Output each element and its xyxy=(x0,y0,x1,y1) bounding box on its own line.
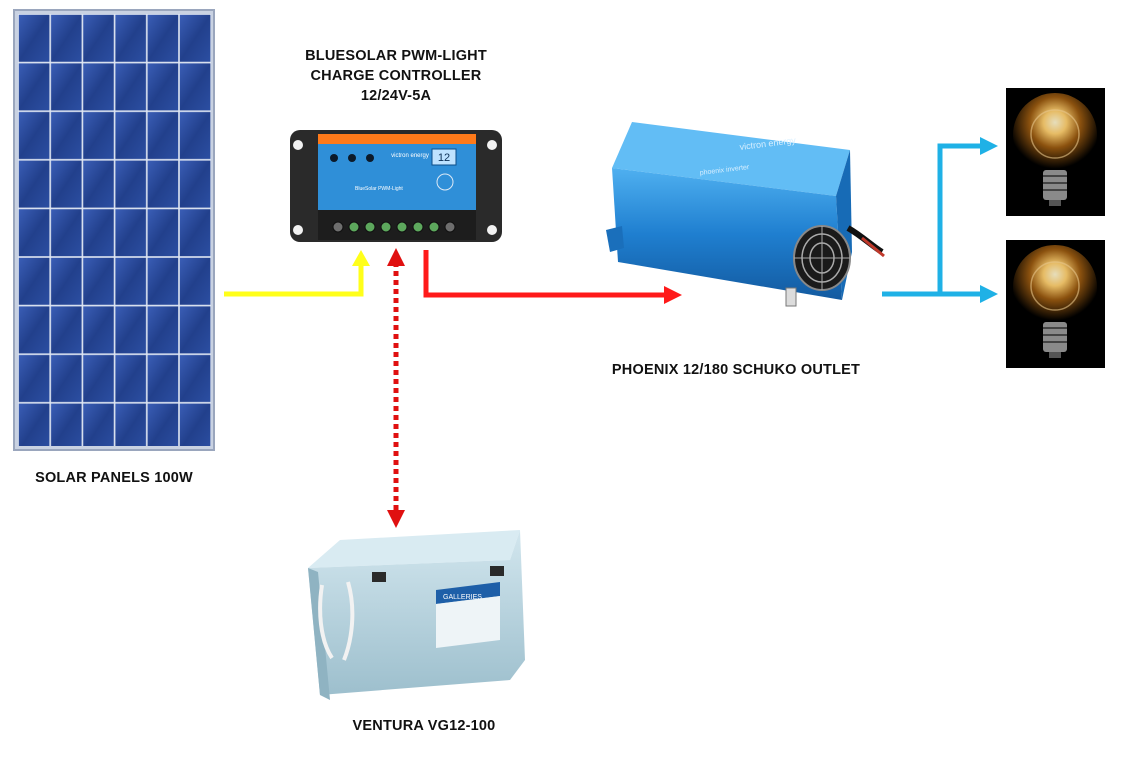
controller-model: BlueSolar PWM-Light xyxy=(355,186,403,192)
battery-label: VENTURA VG12-100 xyxy=(352,718,496,734)
battery-brand: GALLERIES xyxy=(443,594,482,601)
controller-label: BLUESOLAR PWM-LIGHT CHARGE CONTROLLER 12… xyxy=(305,48,487,104)
charge-controller: 12 victron energy BlueSolar PWM-Light xyxy=(290,130,502,242)
inverter: victron energy phoenix inverter xyxy=(606,122,885,307)
wire-controller-battery xyxy=(387,248,405,528)
wire-solar-to-controller xyxy=(224,250,370,297)
arrowhead-up-icon xyxy=(352,250,370,266)
light-bulb-top xyxy=(1006,88,1105,216)
fan-grille-icon xyxy=(793,225,851,291)
arrowhead-down-icon xyxy=(387,510,405,528)
solar-panel xyxy=(13,9,215,451)
arrowhead-up-icon xyxy=(387,248,405,266)
solar-panel-label: SOLAR PANELS 100W xyxy=(35,470,193,486)
arrowhead-right-icon xyxy=(664,286,682,304)
controller-brand: victron energy xyxy=(391,153,429,159)
inverter-label: PHOENIX 12/180 SCHUKO OUTLET xyxy=(611,362,861,378)
arrowhead-right-icon xyxy=(980,285,998,303)
wire-controller-to-inverter xyxy=(423,250,682,304)
battery: GALLERIES xyxy=(308,530,525,700)
controller-terminals xyxy=(332,221,456,233)
light-bulb-bottom xyxy=(1006,240,1105,368)
controller-display: 12 xyxy=(438,152,450,164)
arrowhead-right-icon xyxy=(980,137,998,155)
wire-inverter-to-bulbs xyxy=(882,137,998,303)
